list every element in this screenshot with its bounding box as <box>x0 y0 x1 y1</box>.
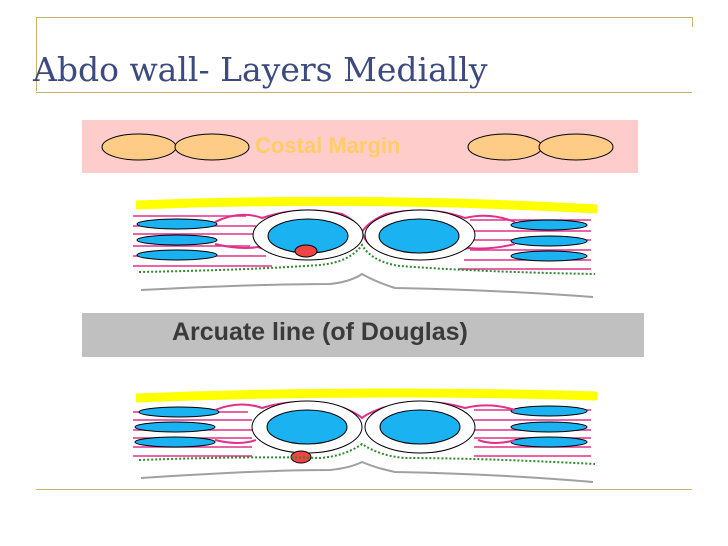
upper-right-rectus-muscle <box>378 218 460 254</box>
upper-left-muscle-1 <box>136 218 218 230</box>
bottom-frame-line <box>36 489 692 490</box>
upper-skin-fascia <box>135 196 598 214</box>
top-frame-tick-right <box>692 17 693 27</box>
upper-left-muscle-3 <box>136 249 218 261</box>
lower-transversalis-fascia <box>138 442 596 465</box>
lower-skin-fascia <box>135 388 598 403</box>
lower-left-muscle-3 <box>134 436 216 448</box>
lower-left-muscle-2 <box>134 421 216 433</box>
costal-margin-label: Costal Margin <box>255 133 401 158</box>
upper-right-muscle-1 <box>510 219 588 231</box>
lower-left-lateral-muscles <box>133 411 252 457</box>
upper-right-muscle-3 <box>510 250 588 262</box>
lower-left-rectus-muscle <box>266 409 348 445</box>
lower-peritoneum <box>140 460 594 483</box>
slide-title: Abdo wall- Layers Medially <box>33 50 488 89</box>
arcuate-line-band <box>82 313 644 357</box>
lower-right-rectus-muscle <box>379 409 461 445</box>
arcuate-line-label: Arcuate line (of Douglas) <box>172 318 468 346</box>
upper-transversalis-fascia <box>138 243 596 275</box>
lower-right-muscle-1 <box>510 405 588 417</box>
lower-left-muscle-1 <box>138 406 220 418</box>
top-frame-tick-left <box>36 17 37 91</box>
lower-right-muscle-3 <box>510 436 588 448</box>
costal-cartilage-2 <box>174 133 250 161</box>
costal-cartilage-4 <box>538 133 614 161</box>
lower-right-muscle-2 <box>510 421 588 433</box>
upper-left-muscle-2 <box>136 234 218 246</box>
top-frame-line <box>36 17 692 18</box>
lower-rectus-sheath-anterior <box>214 401 516 444</box>
lower-right-lateral-muscles <box>474 409 591 457</box>
upper-peritoneum <box>140 272 594 298</box>
title-underline <box>36 92 692 93</box>
upper-right-muscle-2 <box>510 235 588 247</box>
upper-epigastric-vessel <box>294 244 318 258</box>
